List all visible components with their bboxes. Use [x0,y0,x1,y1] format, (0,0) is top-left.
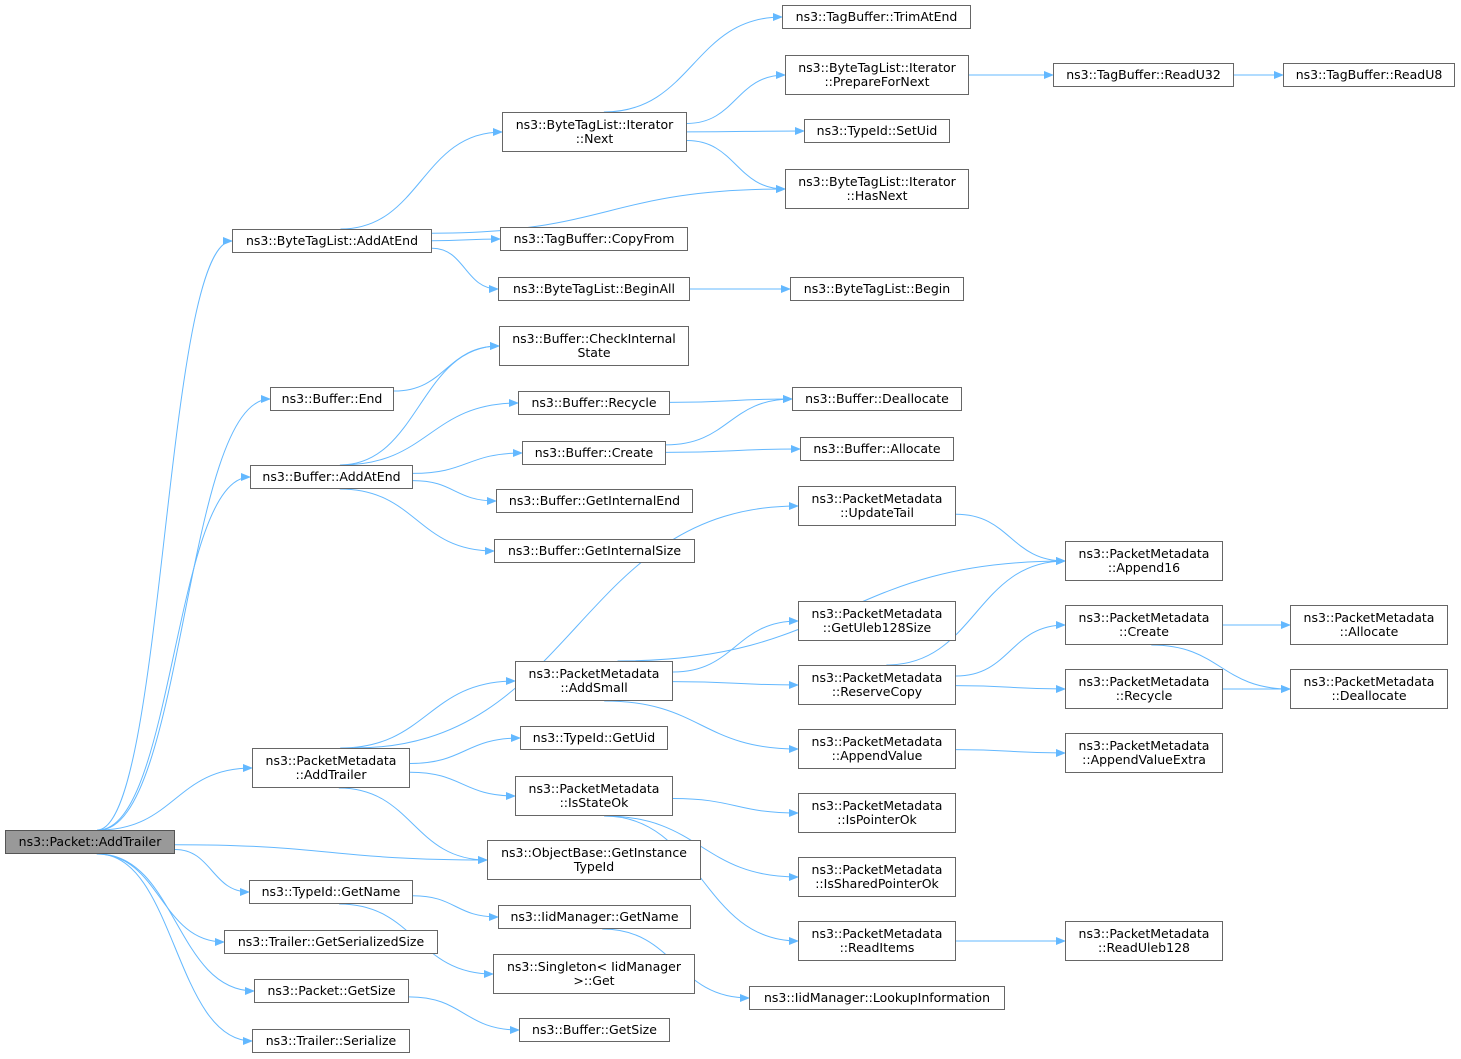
edge-bt_addatend-to-tb_copyfrom [431,235,501,244]
node-packetmetadata-isstateok[interactable]: ns3::PacketMetadata::IsStateOk [515,776,673,816]
edge-buf_addatend-to-buf_recycle [340,399,519,466]
node-packetmetadata-append16[interactable]: ns3::PacketMetadata::Append16 [1065,541,1223,581]
node-bytetaglist-iterator-hasnext[interactable]: ns3::ByteTagList::Iterator::HasNext [785,169,969,209]
edge-buf_create-to-buf_dealloc [665,395,793,446]
node-trailer-serialize[interactable]: ns3::Trailer::Serialize [252,1029,410,1053]
node-packetmetadata-getuleb128size[interactable]: ns3::PacketMetadata::GetUleb128Size [798,601,956,641]
edge-pm_reservecopy-to-pm_create [955,621,1066,677]
edge-pm_reservecopy-to-pm_recycle [955,684,1066,693]
edge-root-to-typeid_getname [174,849,250,896]
node-packetmetadata-readuleb128[interactable]: ns3::PacketMetadata::ReadUleb128 [1065,921,1223,961]
node-tagbuffer-readu8[interactable]: ns3::TagBuffer::ReadU8 [1283,63,1455,87]
node-buffer-create[interactable]: ns3::Buffer::Create [522,441,666,465]
node-packetmetadata-ispointerok[interactable]: ns3::PacketMetadata::IsPointerOk [798,793,956,833]
node-packetmetadata-recycle[interactable]: ns3::PacketMetadata::Recycle [1065,669,1223,709]
node-buffer-end[interactable]: ns3::Buffer::End [270,387,394,411]
node-typeid-getname[interactable]: ns3::TypeId::GetName [249,880,413,904]
edge-pm_addtrailer-to-ob_getinst [338,787,488,864]
node-packetmetadata-addtrailer[interactable]: ns3::PacketMetadata::AddTrailer [252,748,410,788]
edge-pm_addsmall-to-pm_reservecopy [672,680,799,689]
edge-buf_addatend-to-buf_getintsize [339,488,495,555]
edge-root-to-buf_end [98,395,271,831]
edge-pm_isstateok-to-pm_issharedptr [604,815,799,881]
edge-root-to-pm_addtrailer [98,764,253,831]
node-bytetaglist-addatend[interactable]: ns3::ByteTagList::AddAtEnd [232,229,432,253]
edge-bt_iter_next-to-bt_iter_hasnext [686,140,786,193]
edge-buf_create-to-buf_alloc [665,445,801,454]
node-packetmetadata-reservecopy[interactable]: ns3::PacketMetadata::ReserveCopy [798,665,956,705]
edge-buf_addatend-to-buf_create [412,449,523,474]
node-tagbuffer-trimatend[interactable]: ns3::TagBuffer::TrimAtEnd [782,5,971,29]
edge-buf_addatend-to-buf_checkint [339,342,500,466]
edge-root-to-trailer_getser [96,853,225,946]
edge-bt_addatend-to-bt_iter_next [340,128,503,230]
edge-root-to-ob_getinst [174,844,488,864]
node-bytetaglist-begin[interactable]: ns3::ByteTagList::Begin [790,277,964,301]
node-packetmetadata-readitems[interactable]: ns3::PacketMetadata::ReadItems [798,921,956,961]
edge-pm_addtrailer-to-typeid_getuid [409,734,521,764]
edge-pm_reservecopy-to-pm_append16 [886,557,1066,666]
edge-pm_isstateok-to-pm_ispointerok [672,798,799,817]
edge-pm_addtrailer-to-pm_updatetail [354,502,799,749]
node-packetmetadata-issharedpointerok[interactable]: ns3::PacketMetadata::IsSharedPointerOk [798,857,956,897]
node-trailer-getserializedsize[interactable]: ns3::Trailer::GetSerializedSize [224,930,438,954]
node-buffer-deallocate[interactable]: ns3::Buffer::Deallocate [792,387,962,411]
node-buffer-recycle[interactable]: ns3::Buffer::Recycle [518,391,670,415]
edge-bt_iter_next-to-tb_trimatend [603,13,783,113]
edge-typeid_getname-to-iid_getname [412,895,499,921]
node-packet-getsize[interactable]: ns3::Packet::GetSize [254,979,409,1003]
node-buffer-getinternalend[interactable]: ns3::Buffer::GetInternalEnd [496,489,693,513]
edge-root-to-bt_addatend [97,237,233,831]
edge-pm_appendvalue-to-pm_appendvalueextra [955,748,1066,757]
edge-pm_addsmall-to-pm_getuleb [672,617,799,673]
edge-buf_recycle-to-buf_dealloc [669,395,793,404]
node-bytetaglist-iterator-preparefornext[interactable]: ns3::ByteTagList::Iterator::PrepareForNe… [785,55,969,95]
edge-bt_iter_next-to-bt_iter_prep [686,71,786,124]
edge-packet_getsize-to-buf_getsize [408,996,520,1034]
edge-root-to-trailer_serialize [98,853,253,1045]
edge-bt_addatend-to-bt_beginall [431,247,499,293]
edge-pm_addsmall-to-pm_appendvalue [604,700,799,753]
node-buffer-allocate[interactable]: ns3::Buffer::Allocate [800,437,954,461]
edge-bt_addatend-to-bt_iter_hasnext [431,185,786,234]
node-bytetaglist-beginall[interactable]: ns3::ByteTagList::BeginAll [498,277,690,301]
node-tagbuffer-copyfrom[interactable]: ns3::TagBuffer::CopyFrom [500,227,688,251]
edge-root-to-buf_addatend [97,473,251,831]
node-packetmetadata-addsmall[interactable]: ns3::PacketMetadata::AddSmall [515,661,673,701]
node-buffer-addatend[interactable]: ns3::Buffer::AddAtEnd [250,465,413,489]
node-iidmanager-lookupinformation[interactable]: ns3::IidManager::LookupInformation [749,986,1005,1010]
node-iidmanager-getname[interactable]: ns3::IidManager::GetName [498,905,691,929]
node-buffer-getinternalsize[interactable]: ns3::Buffer::GetInternalSize [494,539,695,563]
node-packetmetadata-updatetail[interactable]: ns3::PacketMetadata::UpdateTail [798,486,956,526]
edge-pm_addtrailer-to-pm_isstateok [409,771,516,800]
node-tagbuffer-readu32[interactable]: ns3::TagBuffer::ReadU32 [1053,63,1234,87]
edge-pm_isstateok-to-pm_readitems [604,815,799,945]
node-typeid-getuid[interactable]: ns3::TypeId::GetUid [520,726,668,750]
node-packetmetadata-appendvalueextra[interactable]: ns3::PacketMetadata::AppendValueExtra [1065,733,1223,773]
node-packetmetadata-appendvalue[interactable]: ns3::PacketMetadata::AppendValue [798,729,956,769]
node-typeid-setuid[interactable]: ns3::TypeId::SetUid [804,119,950,143]
edge-bt_iter_next-to-typeid_setuid [686,127,805,136]
node-packetmetadata-create[interactable]: ns3::PacketMetadata::Create [1065,605,1223,645]
edge-root-to-packet_getsize [98,853,255,995]
edge-buf_addatend-to-buf_getintend [412,480,497,505]
edge-pm_addtrailer-to-pm_addsmall [340,677,516,749]
node-bytetaglist-iterator-next[interactable]: ns3::ByteTagList::Iterator::Next [502,112,687,152]
node-buffer-getsize[interactable]: ns3::Buffer::GetSize [519,1018,670,1042]
node-packetmetadata-deallocate[interactable]: ns3::PacketMetadata::Deallocate [1290,669,1448,709]
node-singleton-iidmanager-get[interactable]: ns3::Singleton< IidManager>::Get [493,954,695,994]
edge-pm_create-to-pm_deallocate [1151,644,1291,693]
edge-pm_updatetail-to-pm_append16 [955,513,1066,565]
node-packetmetadata-allocate[interactable]: ns3::PacketMetadata::Allocate [1290,605,1448,645]
node-packet-addtrailer: ns3::Packet::AddTrailer [5,830,175,854]
